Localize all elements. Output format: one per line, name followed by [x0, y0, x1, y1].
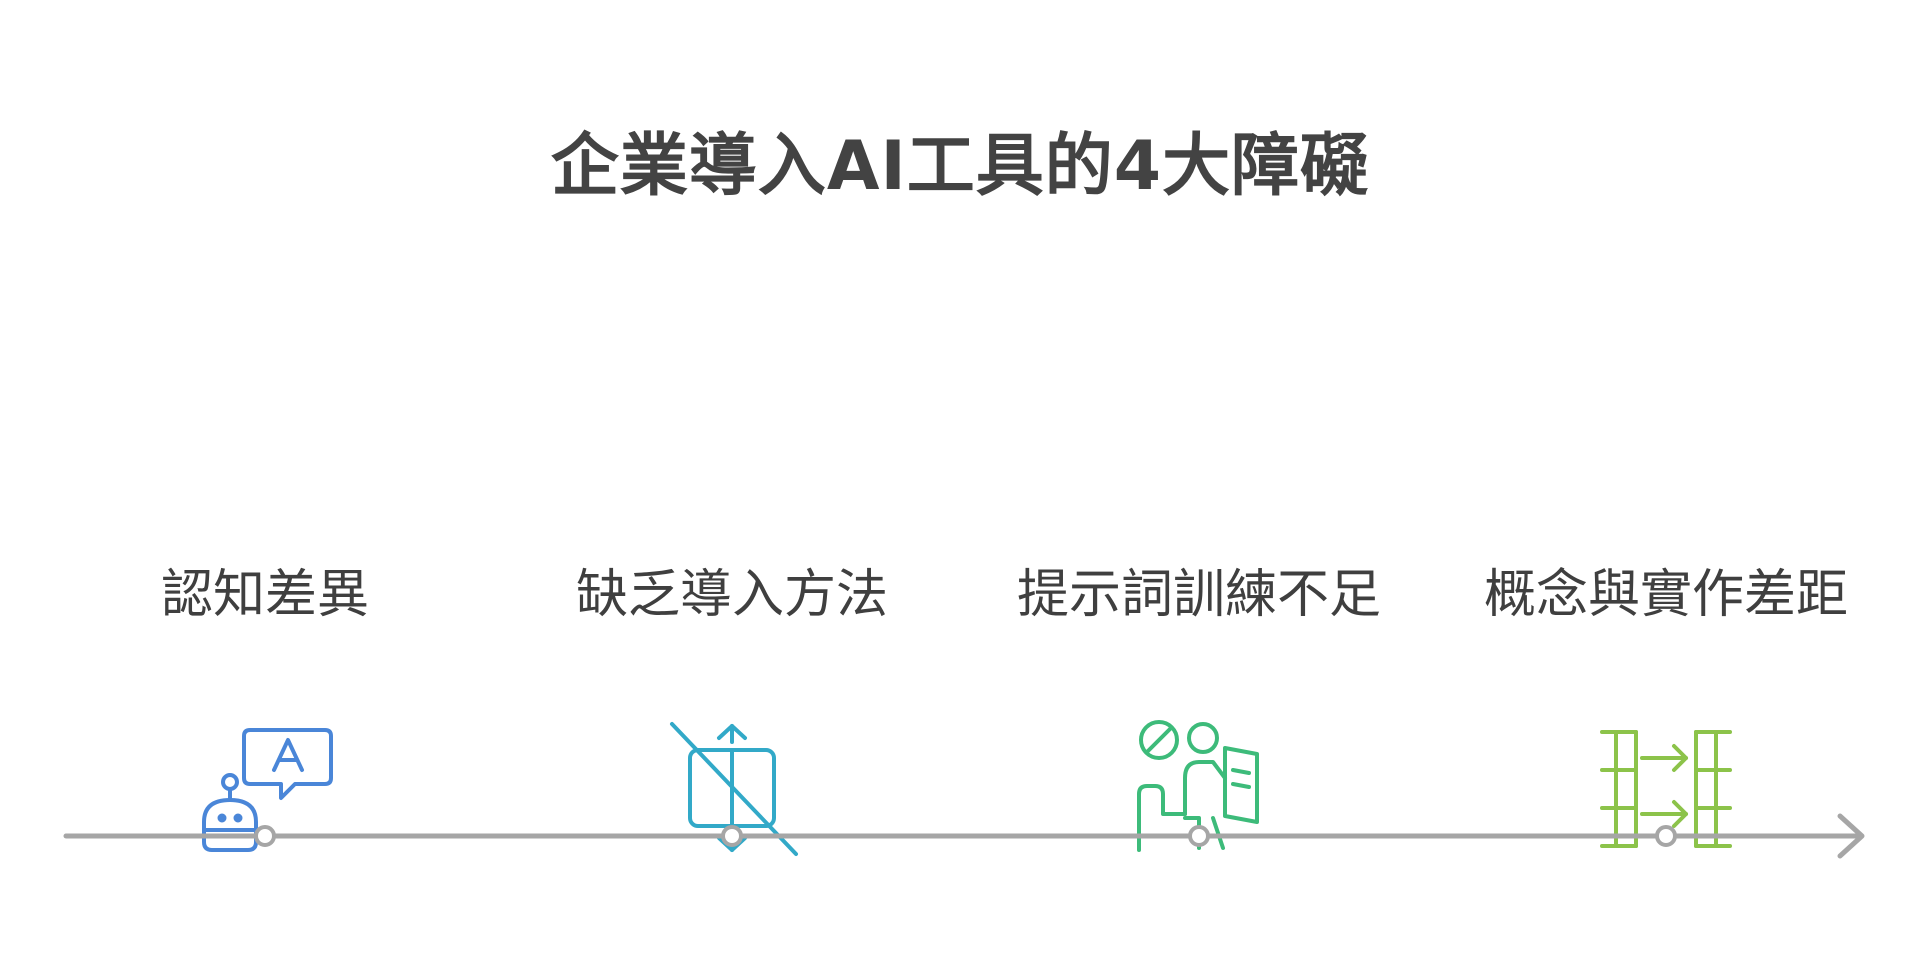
milestone-label: 提示詞訓練不足 — [1016, 565, 1381, 625]
milestone-label: 缺乏導入方法 — [575, 565, 888, 625]
milestone-1: 認知差異 — [45, 560, 485, 858]
gap-arrows-grid-icon — [1600, 730, 1732, 848]
robot-speech-bubble-icon — [202, 728, 333, 852]
milestone-4: 概念與實作差距 — [1446, 560, 1886, 858]
page-title: 企業導入AI工具的4大障礙 — [550, 127, 1370, 206]
milestone-2: 缺乏導入方法 — [512, 560, 952, 858]
milestone-label: 概念與實作差距 — [1483, 565, 1848, 625]
person-blocked-with-document-icon — [1137, 720, 1259, 852]
milestone-label: 認知差異 — [160, 565, 369, 625]
crossed-out-resize-icon — [670, 722, 798, 856]
milestone-3: 提示詞訓練不足 — [979, 560, 1419, 858]
